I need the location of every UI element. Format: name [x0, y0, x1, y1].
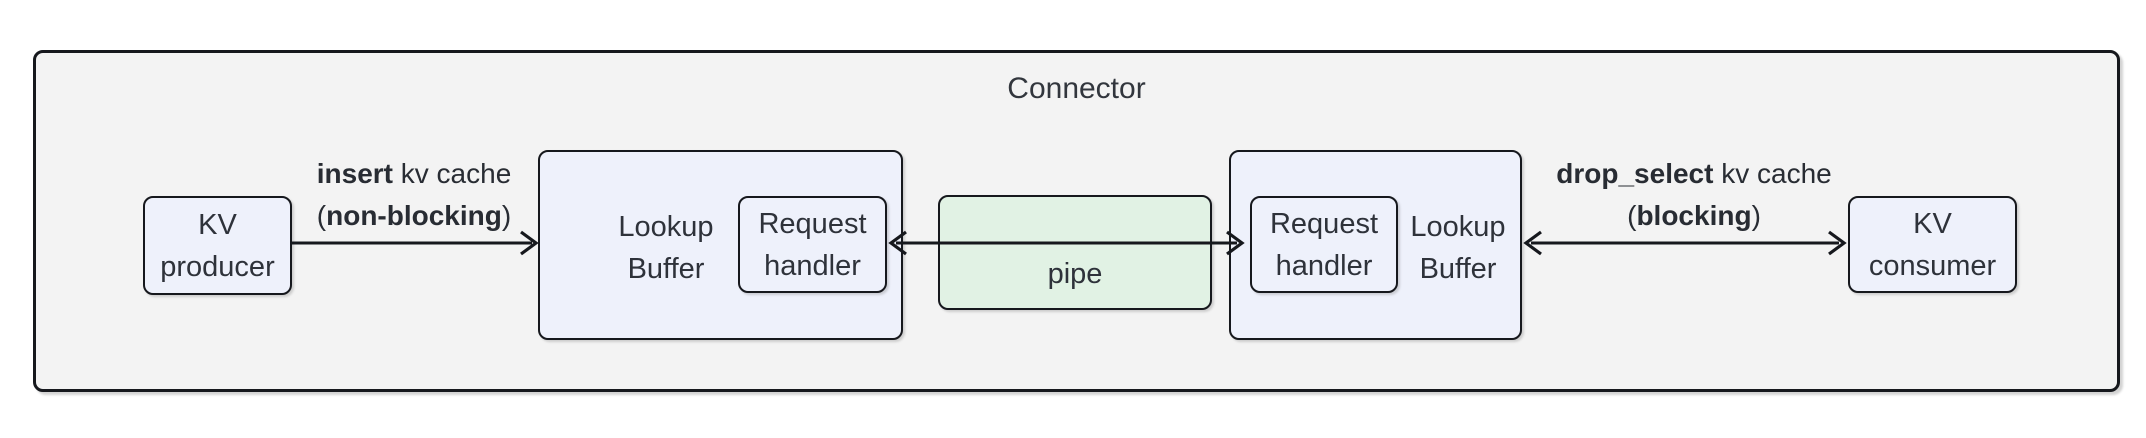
edge-label-drop-select: drop_select kv cache (blocking): [1528, 153, 1860, 237]
node-kv-consumer: KV consumer: [1848, 196, 2017, 293]
node-lookup-buffer-left-label: Lookup Buffer: [618, 211, 714, 285]
node-kv-consumer-label: KV consumer: [1868, 207, 1997, 282]
edge-label-drop-select-line1: drop_select kv cache: [1556, 158, 1832, 189]
edge-label-insert: insert kv cache (non-blocking): [280, 153, 548, 237]
node-request-handler-right-label: Request handler: [1269, 207, 1378, 282]
edge-label-insert-line2: (non-blocking): [316, 200, 512, 231]
node-request-handler-left: Request handler: [738, 196, 887, 293]
node-lookup-buffer-right-label: Lookup Buffer: [1410, 211, 1506, 285]
connector-title: Connector: [1007, 72, 1146, 105]
node-kv-producer-label: KV producer: [160, 208, 275, 283]
node-pipe: pipe: [938, 195, 1212, 310]
node-kv-producer: KV producer: [143, 196, 292, 295]
node-pipe-label: pipe: [1047, 258, 1103, 290]
node-request-handler-right: Request handler: [1250, 196, 1398, 293]
node-request-handler-left-label: Request handler: [758, 207, 867, 282]
edge-label-drop-select-line2: (blocking): [1627, 200, 1761, 231]
edge-label-insert-line1: insert kv cache: [316, 158, 512, 189]
